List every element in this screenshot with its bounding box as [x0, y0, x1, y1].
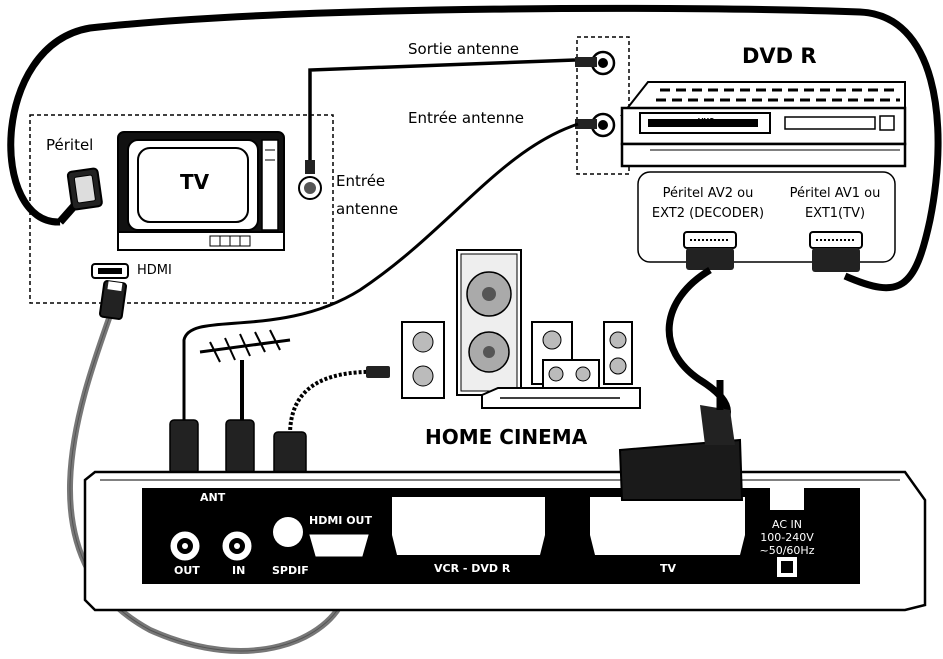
label-peritel-av2-1: Péritel AV2 ou [662, 186, 754, 201]
dvd-scart-av2 [683, 231, 737, 270]
label-entree-tv-1: Entrée [336, 172, 386, 190]
label-entree-antenne-dvd: Entrée antenne [408, 109, 524, 127]
label-peritel-av1-1: Péritel AV1 ou [789, 186, 881, 201]
label-dvd-r: DVD R [742, 44, 817, 68]
home-cinema-speakers [401, 249, 641, 409]
label-tv: TV [180, 170, 210, 194]
tv-antenna-connector [298, 58, 576, 200]
label-receiver-tv: TV [660, 562, 677, 575]
receiver-back-panel [83, 470, 927, 612]
label-entree-tv-2: antenne [336, 200, 399, 218]
label-peritel-av2-2: EXT2 (DECODER) [651, 206, 765, 221]
label-vhs: VHS [698, 117, 715, 125]
dvd-antenna-out-port [575, 50, 616, 76]
cable-peritel-loop [7, 4, 942, 292]
dvd-scart-av1 [809, 231, 863, 272]
label-hdmi-tv: HDMI [137, 263, 172, 278]
label-home-cinema: HOME CINEMA [425, 425, 588, 449]
dvd-antenna-in-port [575, 112, 616, 138]
label-out: OUT [174, 564, 200, 577]
label-hdmi-out: HDMI OUT [309, 514, 372, 527]
receiver-scart-plug [618, 380, 744, 501]
dvd-recorder [619, 81, 907, 168]
label-sortie-antenne: Sortie antenne [408, 40, 519, 58]
label-in: IN [232, 564, 246, 577]
tv-hdmi-port [91, 263, 129, 279]
tv-set [117, 131, 285, 251]
label-ac-3: ~50/60Hz [759, 544, 815, 557]
label-ant: ANT [200, 491, 226, 504]
label-spdif: SPDIF [272, 564, 309, 577]
cable-antenna-dvd [182, 122, 579, 420]
roof-antenna [199, 329, 291, 425]
cable-spdif [288, 366, 390, 436]
tv-scart-connector [57, 167, 103, 225]
label-ac-1: AC IN [772, 518, 802, 531]
label-ac-2: 100-240V [760, 531, 814, 544]
label-peritel-tv: Péritel [46, 136, 94, 154]
label-peritel-av1-2: EXT1(TV) [804, 206, 866, 221]
label-vcr-dvd: VCR - DVD R [434, 562, 511, 575]
